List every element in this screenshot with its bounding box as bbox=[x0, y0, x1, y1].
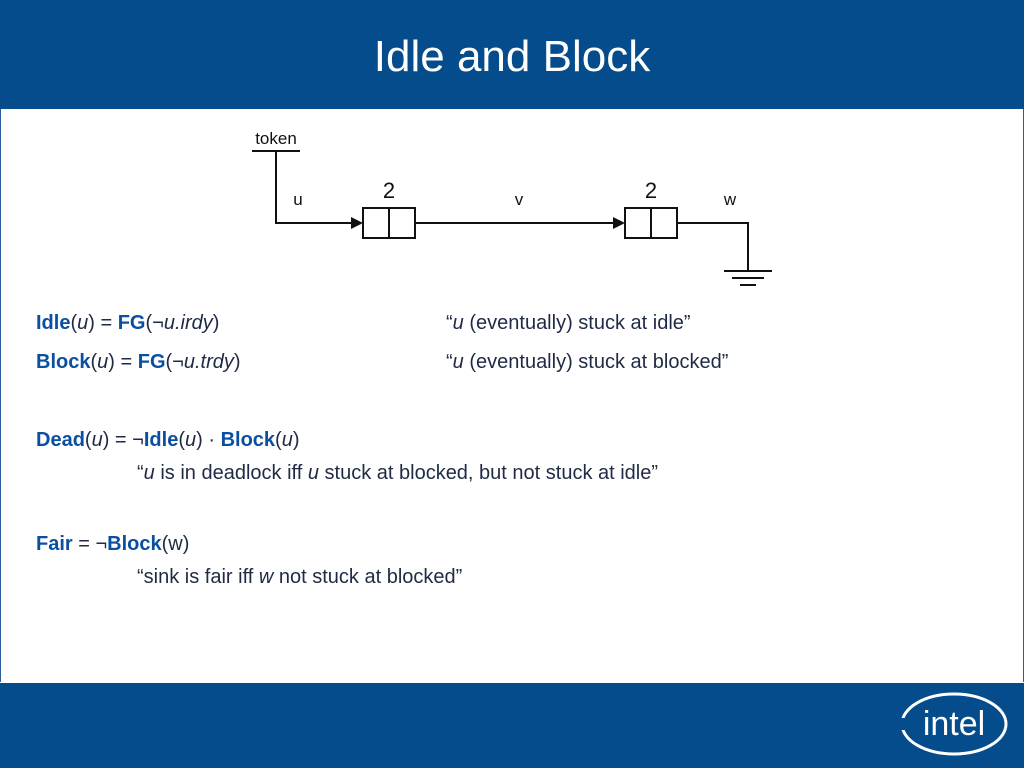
idle-eq: = bbox=[94, 312, 118, 334]
slide-title: Idle and Block bbox=[373, 32, 651, 81]
block-arg: u bbox=[97, 351, 109, 373]
formula-block: Block(u) = FG(¬u.trdy) bbox=[36, 351, 241, 373]
token-label: token bbox=[255, 129, 297, 148]
intel-logo-icon: intel bbox=[896, 692, 1008, 756]
channel-v-label: v bbox=[515, 190, 524, 209]
arrow-u-icon bbox=[351, 217, 363, 229]
queue-left-capacity: 2 bbox=[383, 178, 395, 203]
dead-name: Dead bbox=[36, 429, 85, 451]
fair-description: “sink is fair iff w not stuck at blocked… bbox=[137, 566, 463, 588]
block-name: Block bbox=[36, 351, 91, 373]
formula-dead: Dead(u) = ¬Idle(u) · Block(u) bbox=[36, 429, 300, 451]
idle-op: FG bbox=[117, 312, 146, 334]
channel-w-wire bbox=[677, 222, 749, 270]
idle-close: ) bbox=[212, 312, 220, 334]
block-eq: = bbox=[114, 351, 138, 373]
formula-fair: Fair = ¬Block(w) bbox=[36, 533, 190, 555]
formula-idle: Idle(u) = FG(¬u.irdy) bbox=[36, 312, 220, 334]
block-op: FG bbox=[137, 351, 166, 373]
block-inner-prefix: (¬ bbox=[165, 351, 184, 373]
channel-w-label: w bbox=[723, 190, 737, 209]
block-close: ) bbox=[233, 351, 241, 373]
queue-right-capacity: 2 bbox=[645, 178, 657, 203]
idle-inner-var: u.irdy bbox=[163, 312, 213, 334]
idle-name: Idle bbox=[36, 312, 71, 334]
network-diagram: token u 2 v 2 w bbox=[252, 129, 772, 286]
idle-description: “u (eventually) stuck at idle” bbox=[446, 312, 691, 334]
slide-content: token u 2 v 2 w Idle(u) = FG(¬u.irdy) “u… bbox=[0, 109, 1024, 682]
idle-inner-prefix: (¬ bbox=[145, 312, 164, 334]
block-description: “u (eventually) stuck at blocked” bbox=[446, 351, 729, 373]
channel-u-label: u bbox=[293, 190, 302, 209]
channel-u-wire bbox=[275, 151, 353, 224]
header-bar: Idle and Block bbox=[0, 0, 1024, 109]
dead-description: “u is in deadlock iff u stuck at blocked… bbox=[137, 462, 659, 484]
fair-name: Fair bbox=[36, 533, 73, 555]
logo-text: intel bbox=[923, 705, 985, 743]
block-inner-var: u.trdy bbox=[183, 351, 234, 373]
sink-ground-icon bbox=[724, 270, 772, 286]
idle-arg: u bbox=[77, 312, 89, 334]
footer-bar bbox=[0, 683, 1024, 768]
arrow-v-icon bbox=[613, 217, 625, 229]
